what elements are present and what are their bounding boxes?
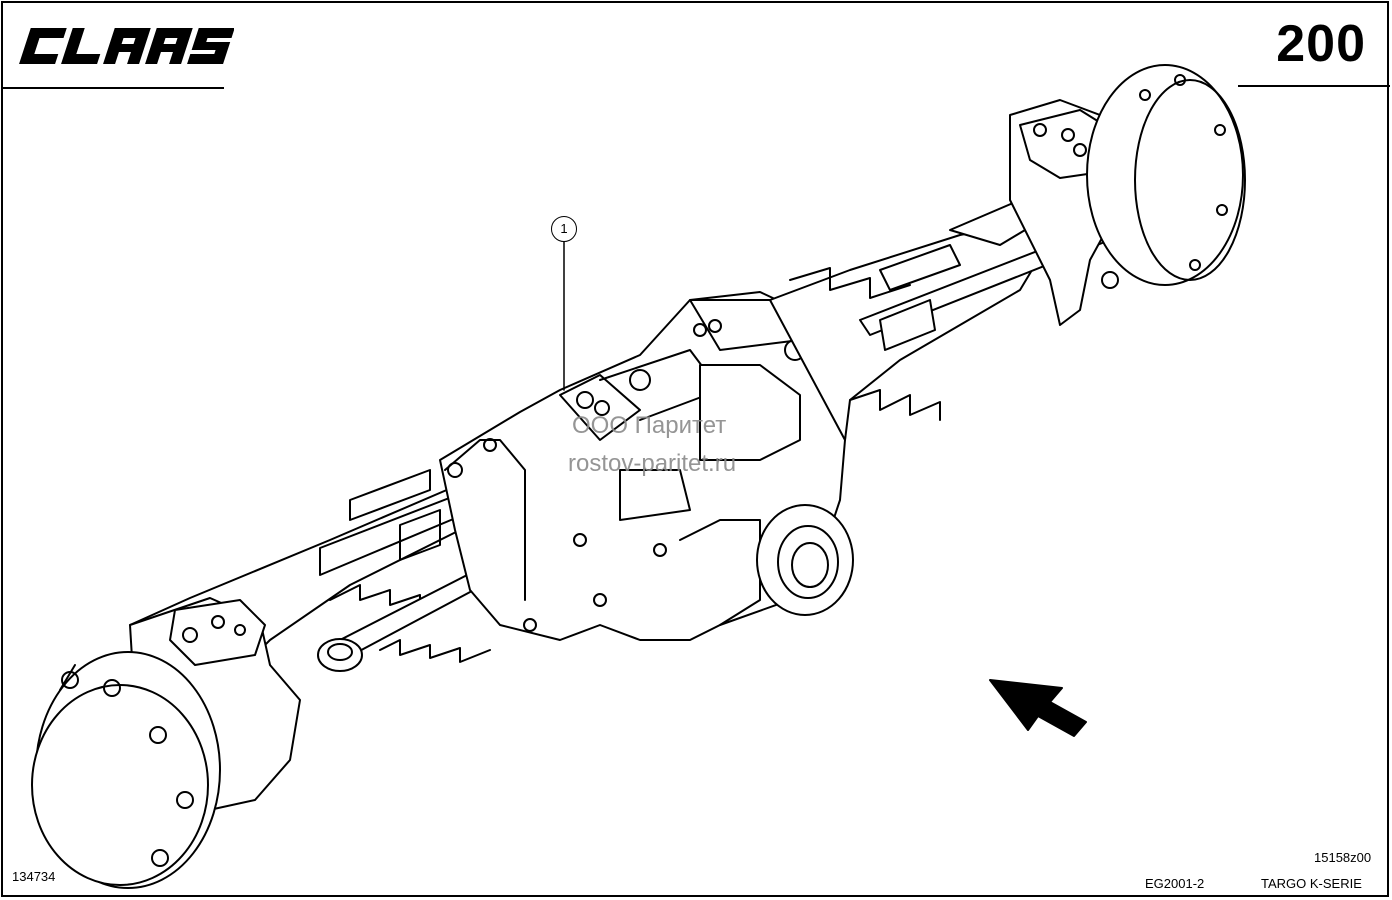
watermark-url: rostov-paritet.ru [568,450,737,477]
claas-logo [19,28,234,64]
axle-series: TARGO K-SERIE [1261,876,1362,891]
direction-arrow [989,679,1087,737]
differential-housing [439,291,854,641]
callout-1: 1 [551,216,577,242]
right-hub [1009,64,1246,326]
left-hub [31,597,301,889]
drawing-number: 134734 [12,869,56,884]
page-number: 200 [1276,15,1366,73]
reference-number: 15158z00 [1314,850,1372,865]
assembly-code: EG2001-2 [1145,876,1205,891]
watermark-company: ООО Паритет [572,412,727,439]
page-number-rule [1238,85,1390,87]
logo-rule [2,87,224,89]
